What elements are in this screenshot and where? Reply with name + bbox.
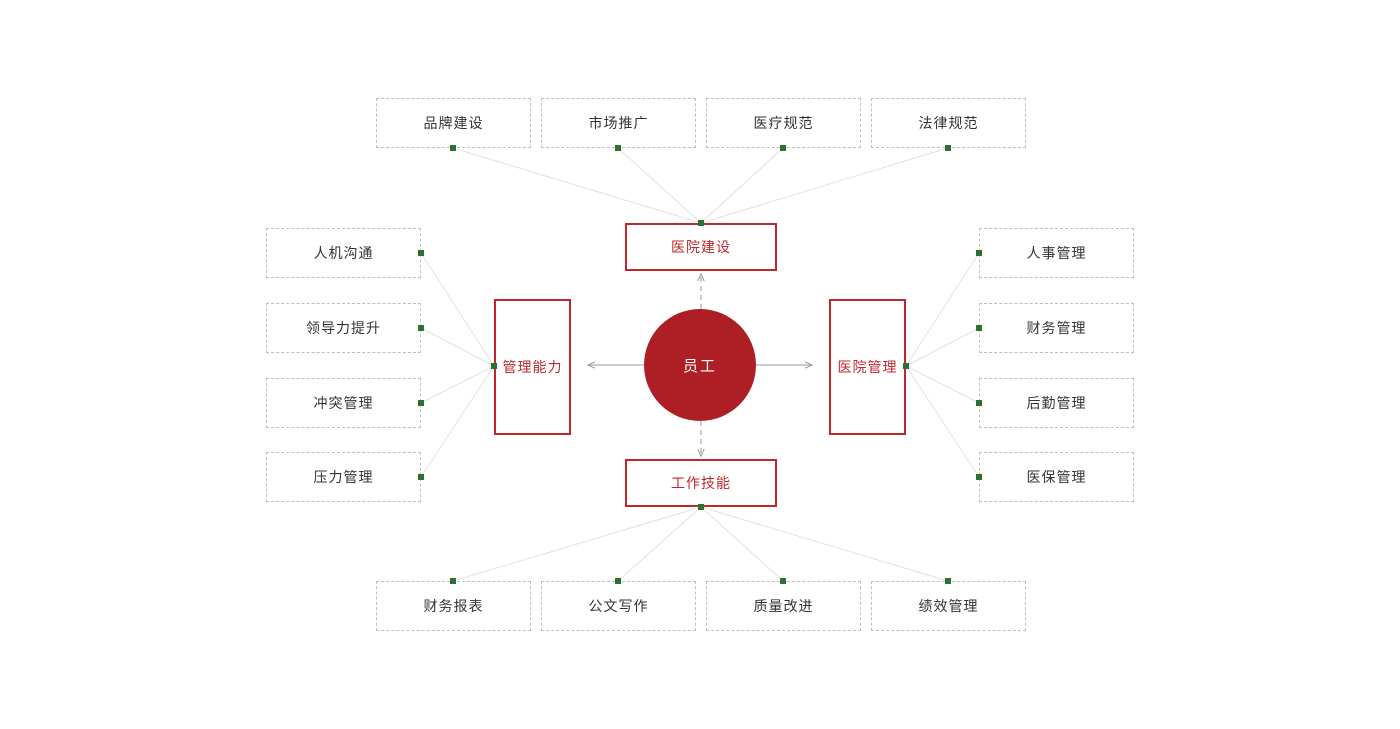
port-dot-brand-building — [450, 145, 456, 151]
port-dot-official-writing — [615, 578, 621, 584]
port-dot-management-ability — [491, 363, 497, 369]
connector-human-machine-communication — [420, 252, 495, 367]
leaf-node-legal-standards[interactable]: 法律规范 — [871, 98, 1026, 148]
connector-official-writing — [617, 506, 702, 582]
leaf-node-finance-management-label: 财务管理 — [1026, 320, 1087, 336]
port-dot-work-skills — [698, 504, 704, 510]
leaf-node-conflict-management[interactable]: 冲突管理 — [266, 378, 421, 428]
connector-performance-management — [700, 506, 949, 582]
port-dot-stress-management — [418, 474, 424, 480]
port-dot-medical-standards — [780, 145, 786, 151]
branch-node-management-ability-label: 管理能力 — [502, 359, 563, 375]
leaf-node-hr-management[interactable]: 人事管理 — [979, 228, 1134, 278]
port-dot-financial-statements — [450, 578, 456, 584]
leaf-node-insurance-management[interactable]: 医保管理 — [979, 452, 1134, 502]
connector-brand-building — [452, 147, 702, 224]
leaf-node-market-promotion[interactable]: 市场推广 — [541, 98, 696, 148]
branch-node-hospital-management-label: 医院管理 — [837, 359, 898, 375]
port-dot-finance-management — [976, 325, 982, 331]
branch-node-hospital-management[interactable]: 医院管理 — [829, 299, 906, 435]
port-dot-conflict-management — [418, 400, 424, 406]
port-dot-leadership-enhancement — [418, 325, 424, 331]
connector-hr-management — [905, 252, 980, 367]
connector-stress-management — [420, 365, 495, 478]
port-dot-legal-standards — [945, 145, 951, 151]
connector-logistics-management — [905, 365, 980, 404]
port-dot-hr-management — [976, 250, 982, 256]
port-dot-performance-management — [945, 578, 951, 584]
branch-node-hospital-construction-label: 医院建设 — [671, 239, 731, 255]
connector-quality-improvement — [700, 506, 784, 582]
connector-medical-standards — [700, 147, 784, 224]
leaf-node-human-machine-communication[interactable]: 人机沟通 — [266, 228, 421, 278]
connector-leadership-enhancement — [420, 327, 495, 367]
leaf-node-quality-improvement-label: 质量改进 — [753, 598, 814, 614]
connector-conflict-management — [420, 365, 495, 404]
leaf-node-human-machine-communication-label: 人机沟通 — [313, 245, 374, 261]
leaf-node-legal-standards-label: 法律规范 — [918, 115, 979, 131]
leaf-node-hr-management-label: 人事管理 — [1026, 245, 1087, 261]
leaf-node-performance-management-label: 绩效管理 — [918, 598, 979, 614]
connector-finance-management — [905, 327, 980, 367]
leaf-node-official-writing[interactable]: 公文写作 — [541, 581, 696, 631]
leaf-node-medical-standards[interactable]: 医疗规范 — [706, 98, 861, 148]
connector-market-promotion — [617, 147, 702, 224]
port-dot-market-promotion — [615, 145, 621, 151]
leaf-node-logistics-management[interactable]: 后勤管理 — [979, 378, 1134, 428]
leaf-node-stress-management-label: 压力管理 — [313, 469, 374, 485]
leaf-node-finance-management[interactable]: 财务管理 — [979, 303, 1134, 353]
leaf-node-financial-statements-label: 财务报表 — [423, 598, 484, 614]
port-dot-logistics-management — [976, 400, 982, 406]
leaf-node-brand-building[interactable]: 品牌建设 — [376, 98, 531, 148]
port-dot-hospital-management — [903, 363, 909, 369]
port-dot-human-machine-communication — [418, 250, 424, 256]
connector-insurance-management — [905, 365, 980, 478]
leaf-node-insurance-management-label: 医保管理 — [1026, 469, 1087, 485]
branch-node-work-skills-label: 工作技能 — [671, 475, 731, 491]
leaf-node-official-writing-label: 公文写作 — [588, 598, 649, 614]
branch-node-hospital-construction[interactable]: 医院建设 — [625, 223, 777, 271]
leaf-node-performance-management[interactable]: 绩效管理 — [871, 581, 1026, 631]
leaf-node-leadership-enhancement-label: 领导力提升 — [306, 320, 381, 336]
leaf-node-quality-improvement[interactable]: 质量改进 — [706, 581, 861, 631]
leaf-node-medical-standards-label: 医疗规范 — [753, 115, 814, 131]
branch-node-work-skills[interactable]: 工作技能 — [625, 459, 777, 507]
leaf-node-leadership-enhancement[interactable]: 领导力提升 — [266, 303, 421, 353]
connector-financial-statements — [452, 506, 702, 582]
port-dot-quality-improvement — [780, 578, 786, 584]
connector-legal-standards — [700, 147, 949, 224]
branch-node-management-ability[interactable]: 管理能力 — [494, 299, 571, 435]
center-node-label: 员工 — [682, 357, 717, 375]
port-dot-hospital-construction — [698, 220, 704, 226]
leaf-node-logistics-management-label: 后勤管理 — [1026, 395, 1087, 411]
leaf-node-stress-management[interactable]: 压力管理 — [266, 452, 421, 502]
leaf-node-conflict-management-label: 冲突管理 — [313, 395, 374, 411]
center-node-employee[interactable]: 员工 — [644, 309, 756, 421]
leaf-node-financial-statements[interactable]: 财务报表 — [376, 581, 531, 631]
leaf-node-market-promotion-label: 市场推广 — [588, 115, 649, 131]
leaf-node-brand-building-label: 品牌建设 — [423, 115, 484, 131]
port-dot-insurance-management — [976, 474, 982, 480]
